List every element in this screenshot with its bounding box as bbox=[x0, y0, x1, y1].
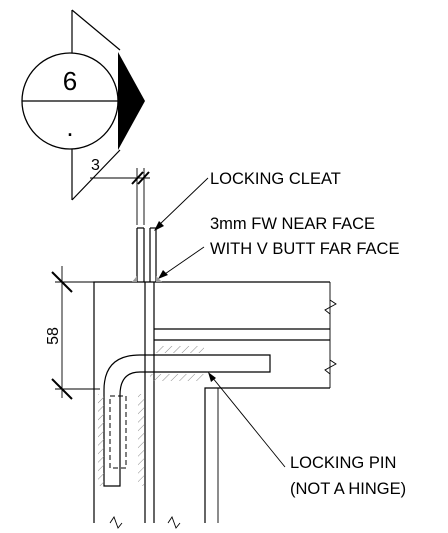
gap-dimension: 3 bbox=[90, 157, 150, 225]
cleat-leader bbox=[157, 177, 209, 227]
steel-members bbox=[93, 227, 337, 529]
section-sheet: . bbox=[66, 112, 73, 142]
break-mark bbox=[109, 516, 123, 529]
weld-leader bbox=[161, 246, 205, 277]
label-weld-line2: WITH V BUTT FAR FACE bbox=[210, 240, 399, 258]
column-outline bbox=[93, 281, 330, 523]
section-arrow-icon bbox=[118, 52, 145, 150]
gap-dimension-value: 3 bbox=[91, 157, 100, 174]
label-weld-line1: 3mm FW NEAR FACE bbox=[210, 215, 375, 233]
label-locking-cleat: LOCKING CLEAT bbox=[210, 170, 341, 188]
section-marker: 6 . bbox=[21, 9, 145, 201]
lower-angle bbox=[204, 387, 330, 523]
height-dimension-value: 58 bbox=[45, 327, 62, 345]
label-not-hinge: (NOT A HINGE) bbox=[290, 480, 406, 498]
locking-pin bbox=[103, 354, 271, 487]
label-locking-pin: LOCKING PIN bbox=[290, 454, 396, 472]
height-dimension: 58 bbox=[45, 266, 100, 400]
section-number: 6 bbox=[63, 66, 77, 96]
weld-hatch bbox=[98, 394, 104, 486]
pin-leader bbox=[211, 376, 286, 468]
